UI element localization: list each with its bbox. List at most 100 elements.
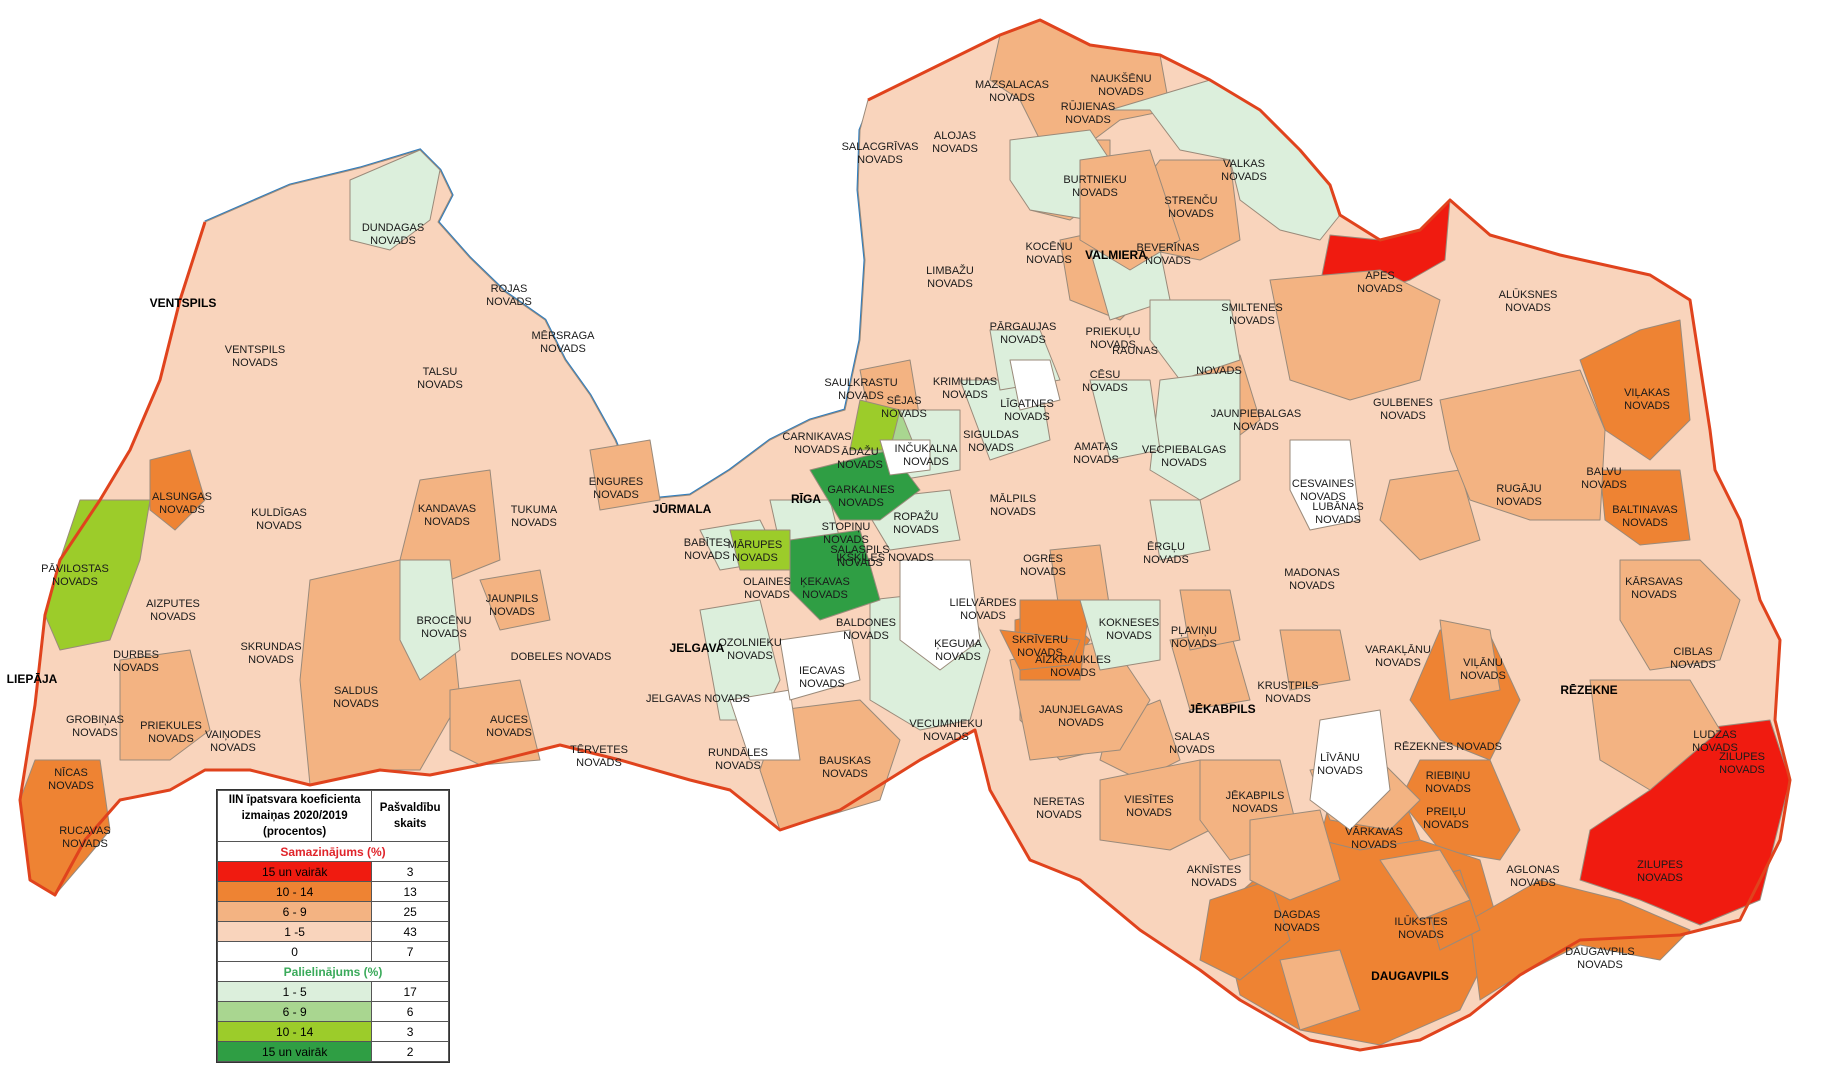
city-label: RĒZEKNE bbox=[1560, 683, 1617, 697]
region-zero bbox=[779, 629, 861, 701]
legend-decrease-count: 7 bbox=[371, 941, 449, 962]
region-dec-6-9 bbox=[1439, 369, 1606, 521]
region-inc-1-5 bbox=[1149, 499, 1211, 561]
legend-decrease-swatch: 1 -5 bbox=[216, 921, 373, 942]
region-inc-1-5 bbox=[1149, 299, 1241, 381]
region-dec-6-9 bbox=[1439, 619, 1501, 701]
city-label: JELGAVA bbox=[670, 641, 725, 655]
city-label: LIEPĀJA bbox=[7, 672, 58, 686]
region-label: JELGAVAS NOVADS bbox=[646, 693, 750, 705]
region-inc-1-5 bbox=[1079, 599, 1161, 671]
region-dec-10-14 bbox=[999, 629, 1081, 671]
legend-decrease-swatch: 15 un vairāk bbox=[216, 861, 373, 882]
city-label: DAUGAVPILS bbox=[1371, 969, 1449, 983]
legend-increase-count: 17 bbox=[371, 981, 449, 1002]
regions-layer bbox=[19, 19, 1791, 1051]
region-dec-6-9 bbox=[1589, 679, 1721, 791]
region-dec-6-9 bbox=[1379, 469, 1481, 561]
legend-decrease-count: 3 bbox=[371, 861, 449, 882]
region-dec-6-9 bbox=[479, 569, 551, 631]
legend-increase-count: 2 bbox=[371, 1041, 449, 1062]
region-label: RAUNAS bbox=[1112, 345, 1158, 357]
region-zero bbox=[1009, 359, 1061, 411]
region-label: NOVADS bbox=[1196, 365, 1242, 377]
city-label: VENTSPILS bbox=[150, 296, 217, 310]
region-label: DOBELES NOVADS bbox=[511, 651, 612, 663]
city-label: JĒKABPILS bbox=[1188, 702, 1255, 716]
region-dec-6-9 bbox=[1379, 849, 1471, 921]
legend-header-count: Pašvaldību skaits bbox=[371, 790, 449, 842]
region-dec-6-9 bbox=[1619, 559, 1741, 671]
legend-decrease-swatch: 10 - 14 bbox=[216, 881, 373, 902]
region-dec-6-9 bbox=[1279, 629, 1351, 691]
region-label: RĒZEKNES NOVADS bbox=[1394, 741, 1502, 753]
legend: IIN īpatsvara koeficienta izmaiņas 2020/… bbox=[216, 789, 450, 1063]
legend-decrease-swatch: 0 bbox=[216, 941, 373, 962]
city-label: VALMIERA bbox=[1085, 248, 1147, 262]
